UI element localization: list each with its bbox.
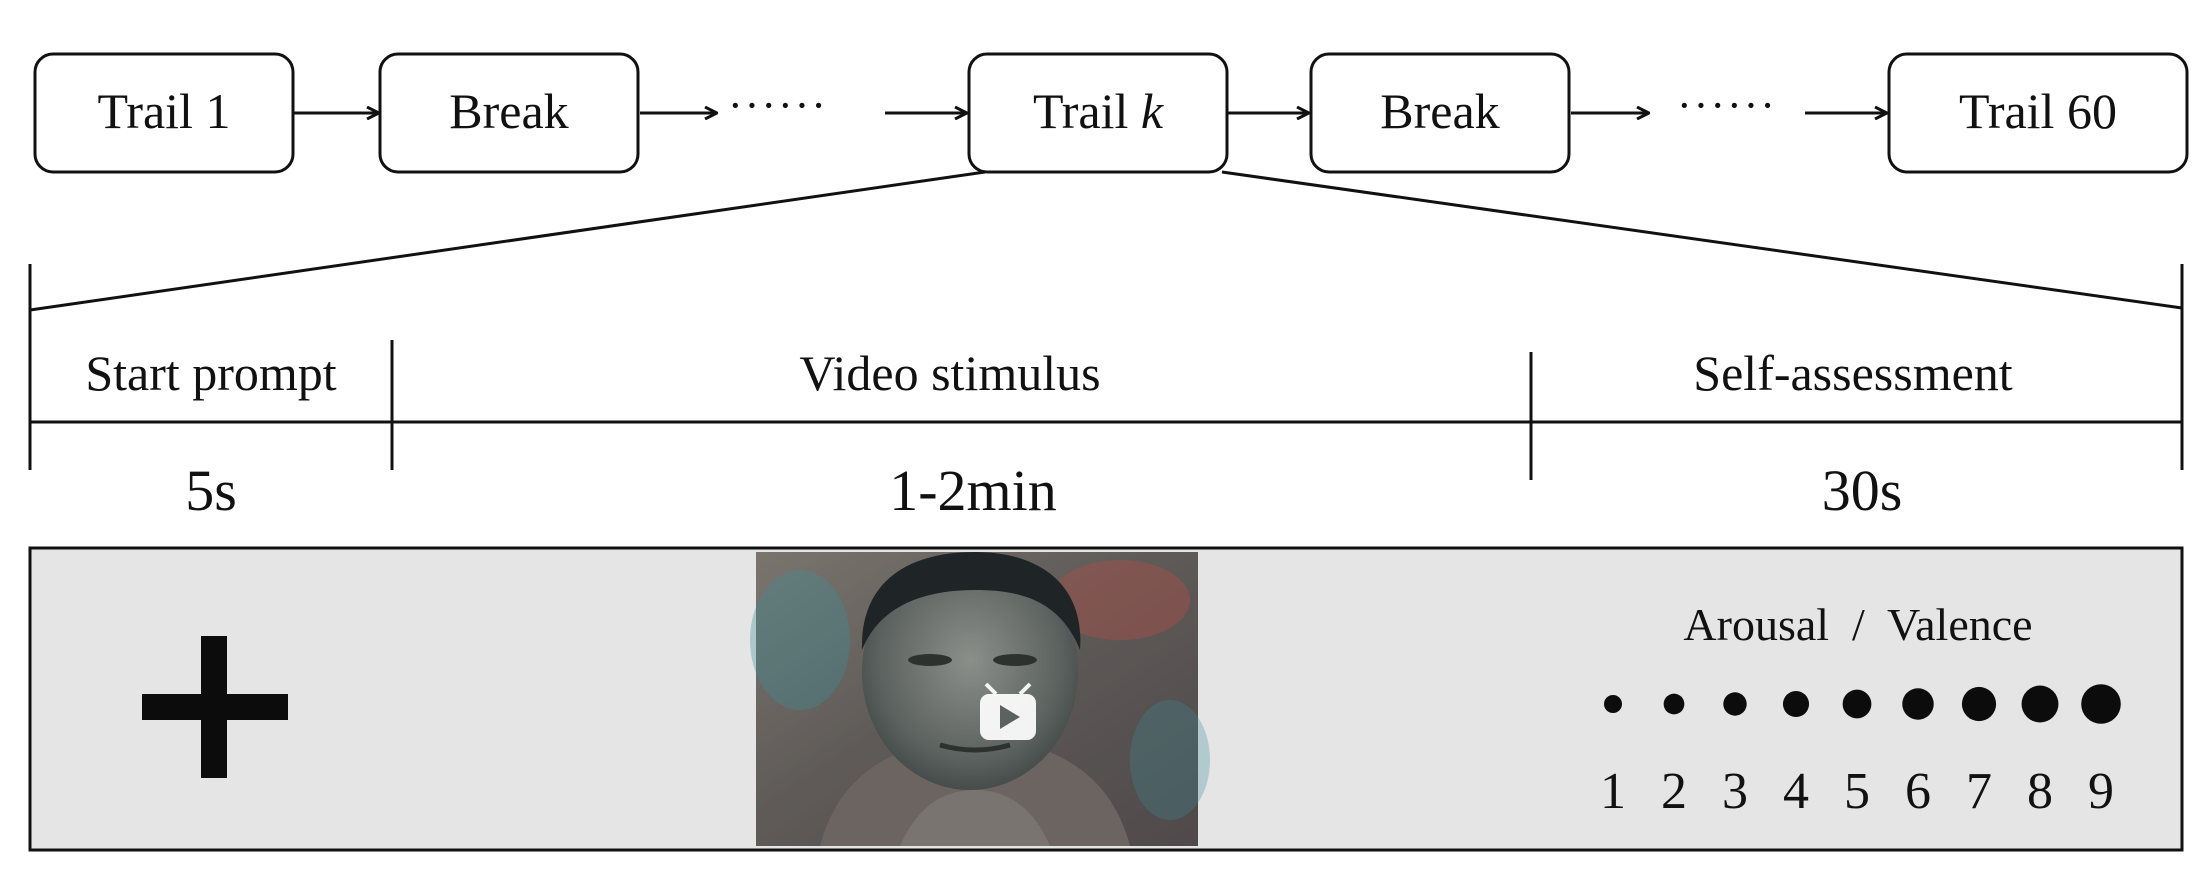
rating-number-1: 1 [1600, 763, 1626, 820]
phase-self-assessment-label: Self-assessment [1693, 345, 2012, 401]
trial-60-box: Trail 60 [1887, 52, 2189, 174]
rating-dot-9[interactable] [2081, 684, 2121, 724]
rating-dot-1[interactable] [1604, 695, 1622, 713]
break-2-box: Break [1309, 52, 1571, 174]
rating-scale-dots [1604, 684, 2121, 724]
rating-dot-5[interactable] [1842, 689, 1872, 719]
rating-number-2: 2 [1661, 763, 1687, 820]
trial-flow: Trail 1 Break ······ Trail k Break ·····… [33, 52, 2189, 174]
trial-k-label: Trail k [1033, 83, 1164, 139]
phase-video-stimulus-label: Video stimulus [799, 345, 1100, 401]
phase-video-stimulus-duration: 1-2min [889, 458, 1057, 523]
zoom-line-left [29, 170, 986, 312]
trial-timeline: Start prompt Video stimulus Self-assessm… [28, 264, 2184, 523]
phase-start-prompt-duration: 5s [185, 458, 237, 523]
rating-dot-4[interactable] [1782, 690, 1810, 718]
rating-scale-title: Arousal / Valence [1683, 599, 2032, 650]
trial-60-label: Trail 60 [1959, 83, 2117, 139]
rating-dot-2[interactable] [1663, 693, 1685, 715]
rating-dot-8[interactable] [2021, 685, 2059, 723]
rating-dot-3[interactable] [1723, 692, 1747, 716]
rating-number-9: 9 [2088, 763, 2114, 820]
break-2-label: Break [1380, 83, 1499, 139]
video-thumbnail [750, 552, 1210, 846]
rating-number-8: 8 [2027, 763, 2053, 820]
rating-number-4: 4 [1783, 763, 1809, 820]
trial-1-label: Trail 1 [98, 83, 231, 139]
ellipsis-2: ······ [1677, 81, 1777, 130]
phase-self-assessment-duration: 30s [1822, 458, 1903, 523]
trial-k-box: Trail k [967, 52, 1229, 174]
zoom-line-right [1221, 170, 2183, 310]
rating-dot-6[interactable] [1902, 688, 1934, 720]
fixation-cross-icon [142, 636, 288, 778]
break-1-box: Break [378, 52, 640, 174]
rating-number-7: 7 [1966, 763, 1992, 820]
break-1-label: Break [449, 83, 568, 139]
rating-number-6: 6 [1905, 763, 1931, 820]
rating-number-3: 3 [1722, 763, 1748, 820]
phase-start-prompt-label: Start prompt [85, 345, 336, 401]
rating-number-5: 5 [1844, 763, 1870, 820]
ellipsis-1: ······ [728, 81, 828, 130]
rating-dot-7[interactable] [1961, 686, 1997, 722]
trial-1-box: Trail 1 [33, 52, 295, 174]
play-icon[interactable] [980, 682, 1036, 740]
